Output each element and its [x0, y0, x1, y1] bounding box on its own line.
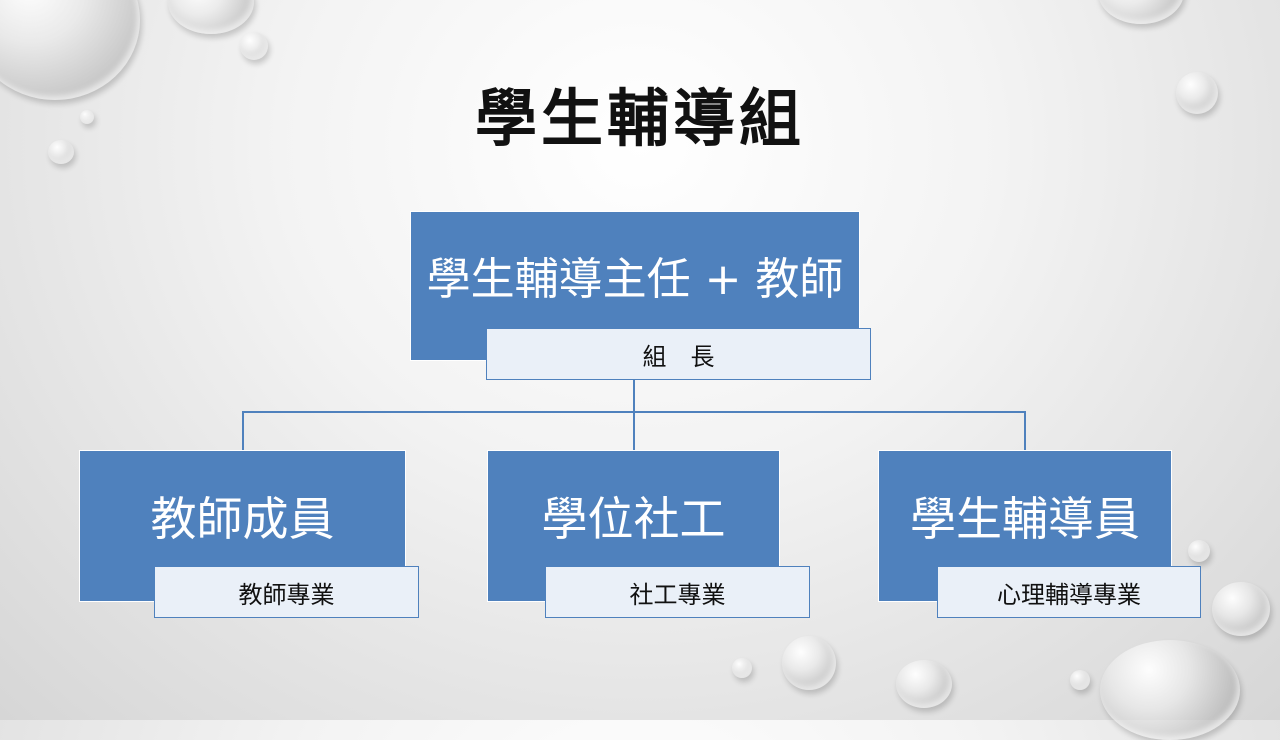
water-drop-decoration [80, 110, 94, 124]
connector-left [242, 411, 244, 451]
org-node-label: 學位社工 [541, 492, 726, 546]
water-drop-decoration [1188, 540, 1210, 562]
connector-right [1024, 411, 1026, 451]
water-drop-decoration [896, 660, 952, 708]
water-drop-decoration [168, 0, 254, 34]
water-drop-decoration [1070, 670, 1090, 690]
water-drop-decoration [732, 658, 752, 678]
org-node-label: 學生輔導員 [910, 492, 1140, 546]
org-node-top-sublabel: 組 長 [486, 328, 871, 380]
org-node-sublabel: 教師專業 [154, 566, 419, 618]
page-title: 學生輔導組 [474, 82, 805, 155]
water-drop-decoration [1100, 640, 1240, 740]
connector-middle [633, 411, 635, 451]
org-node-label: 教師成員 [150, 492, 335, 546]
water-drop-decoration [1098, 0, 1184, 24]
connector-vertical-top [633, 378, 635, 412]
water-drop-decoration [782, 636, 836, 690]
org-node-top-label: 學生輔導主任 + 教師 [426, 254, 844, 305]
org-node-sublabel: 心理輔導專業 [937, 566, 1201, 618]
water-drop-decoration [1212, 582, 1270, 636]
water-drop-decoration [48, 140, 74, 164]
org-node-sublabel: 社工專業 [545, 566, 810, 618]
water-drop-decoration [240, 32, 268, 60]
water-drop-decoration [1176, 72, 1218, 114]
